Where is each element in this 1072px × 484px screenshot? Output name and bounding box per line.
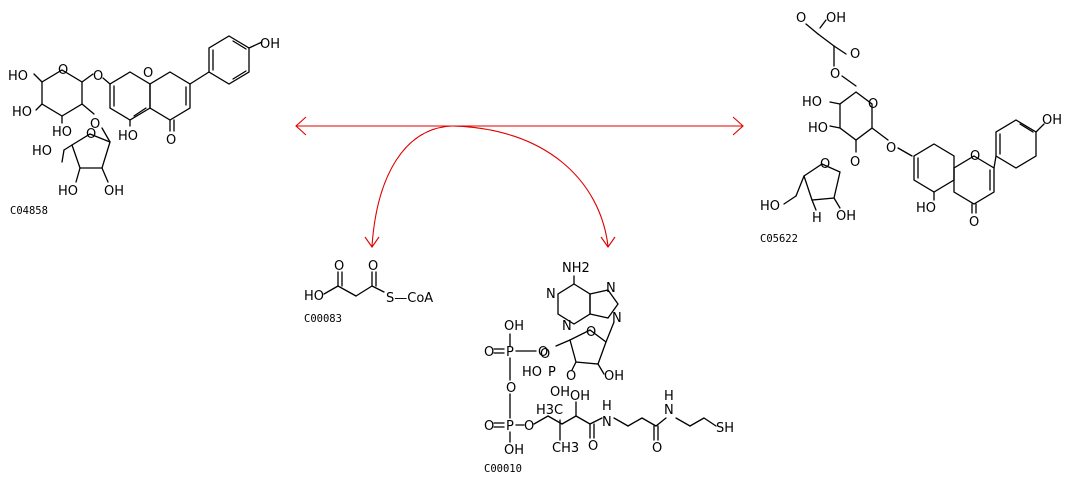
atom-n: N (546, 287, 556, 302)
atom-oh: OH (570, 389, 590, 404)
atom-o: O (796, 11, 806, 26)
compound-c00083: HO O O S—CoA C00083 (304, 259, 433, 325)
atom-nh2: NH2 (562, 261, 590, 276)
atom-o: O (166, 133, 176, 148)
atom-h: H (812, 211, 822, 226)
atom-o: O (586, 325, 596, 340)
atom-h3c: H3C (536, 403, 563, 418)
atom-s-coa: S—CoA (386, 291, 433, 306)
atom-o: O (820, 157, 830, 172)
atom-sh: SH (716, 421, 734, 436)
compound-c00010: NH2 N N N N O OH O P HO O OH O OH P O O … (484, 261, 734, 475)
atom-o: O (566, 369, 576, 384)
atom-o: O (886, 141, 896, 156)
atom-ho: HO (58, 184, 78, 199)
compound-c05622: O OH O O O HO HO O O HO O O (760, 11, 1062, 245)
atom-o: O (334, 259, 344, 274)
left-arrowhead (295, 116, 307, 136)
atom-n: N (602, 415, 612, 430)
atom-n: N (664, 403, 674, 418)
atom-o: O (850, 155, 860, 170)
compound-label-c04858: C04858 (10, 205, 48, 217)
atom-o: O (368, 259, 378, 274)
atom-o: O (830, 67, 840, 82)
c00010-arrowhead (600, 236, 616, 248)
atom-ho: HO (802, 95, 822, 110)
atom-oh: OH (604, 369, 624, 384)
atom-o: O (484, 419, 494, 434)
atom-oh: OH (504, 319, 524, 334)
atom-o: O (850, 47, 860, 62)
atom-ch3: CH3 (552, 441, 579, 456)
right-arrowhead (732, 116, 744, 136)
atom-o: O (868, 97, 878, 112)
atom-p: P (506, 419, 514, 434)
atom-o: O (970, 149, 980, 164)
atom-ho: HO (760, 199, 780, 214)
atom-n: N (606, 281, 616, 296)
compound-label-c00083: C00083 (304, 313, 342, 325)
atom-o: O (93, 69, 103, 84)
atom-o: O (90, 117, 100, 132)
atom-o: O (524, 419, 534, 434)
atom-oh: OH (104, 184, 124, 199)
atom-ho: HO (304, 289, 324, 304)
atom-oh: OH (504, 443, 524, 458)
atom-p: P (548, 365, 556, 380)
atom-h: H (664, 389, 674, 404)
atom-p: P (506, 345, 514, 360)
atom-ho: HO (916, 201, 936, 216)
atom-ho: HO (522, 365, 542, 380)
reaction-arrows (295, 116, 744, 248)
atom-ho: HO (808, 121, 828, 136)
atom-oh: OH (836, 209, 856, 224)
atom-n: N (562, 319, 572, 334)
compound-label-c05622: C05622 (760, 233, 798, 245)
curved-arrow-to-c00010 (451, 125, 609, 247)
atom-ho: HO (8, 69, 28, 84)
curved-arrow-to-c00083 (371, 125, 453, 247)
atom-o: O (588, 439, 598, 454)
atom-o: O (484, 345, 494, 360)
atom-o: O (143, 66, 153, 81)
atom-ho: HO (12, 105, 32, 120)
atom-o: O (652, 441, 662, 456)
atom-oh: OH (550, 385, 570, 400)
atom-o: O (538, 345, 548, 360)
c00083-arrowhead (364, 236, 380, 248)
atom-oh: OH (260, 37, 280, 52)
atom-o: O (506, 381, 516, 396)
atom-ho: HO (32, 144, 52, 159)
atom-ho: HO (52, 125, 72, 140)
atom-n: N (612, 311, 622, 326)
atom-o: O (86, 127, 96, 142)
atom-oh: OH (1042, 113, 1062, 128)
compound-c04858: OH O O HO O O HO HO HO O O OH HO (8, 35, 280, 217)
atom-h: H (602, 399, 612, 414)
compound-label-c00010: C00010 (484, 463, 522, 475)
atom-o: O (58, 63, 68, 78)
atom-oh: OH (826, 11, 846, 26)
atom-o: O (969, 215, 979, 230)
atom-ho: HO (118, 129, 138, 144)
atom-o: O (540, 347, 550, 362)
